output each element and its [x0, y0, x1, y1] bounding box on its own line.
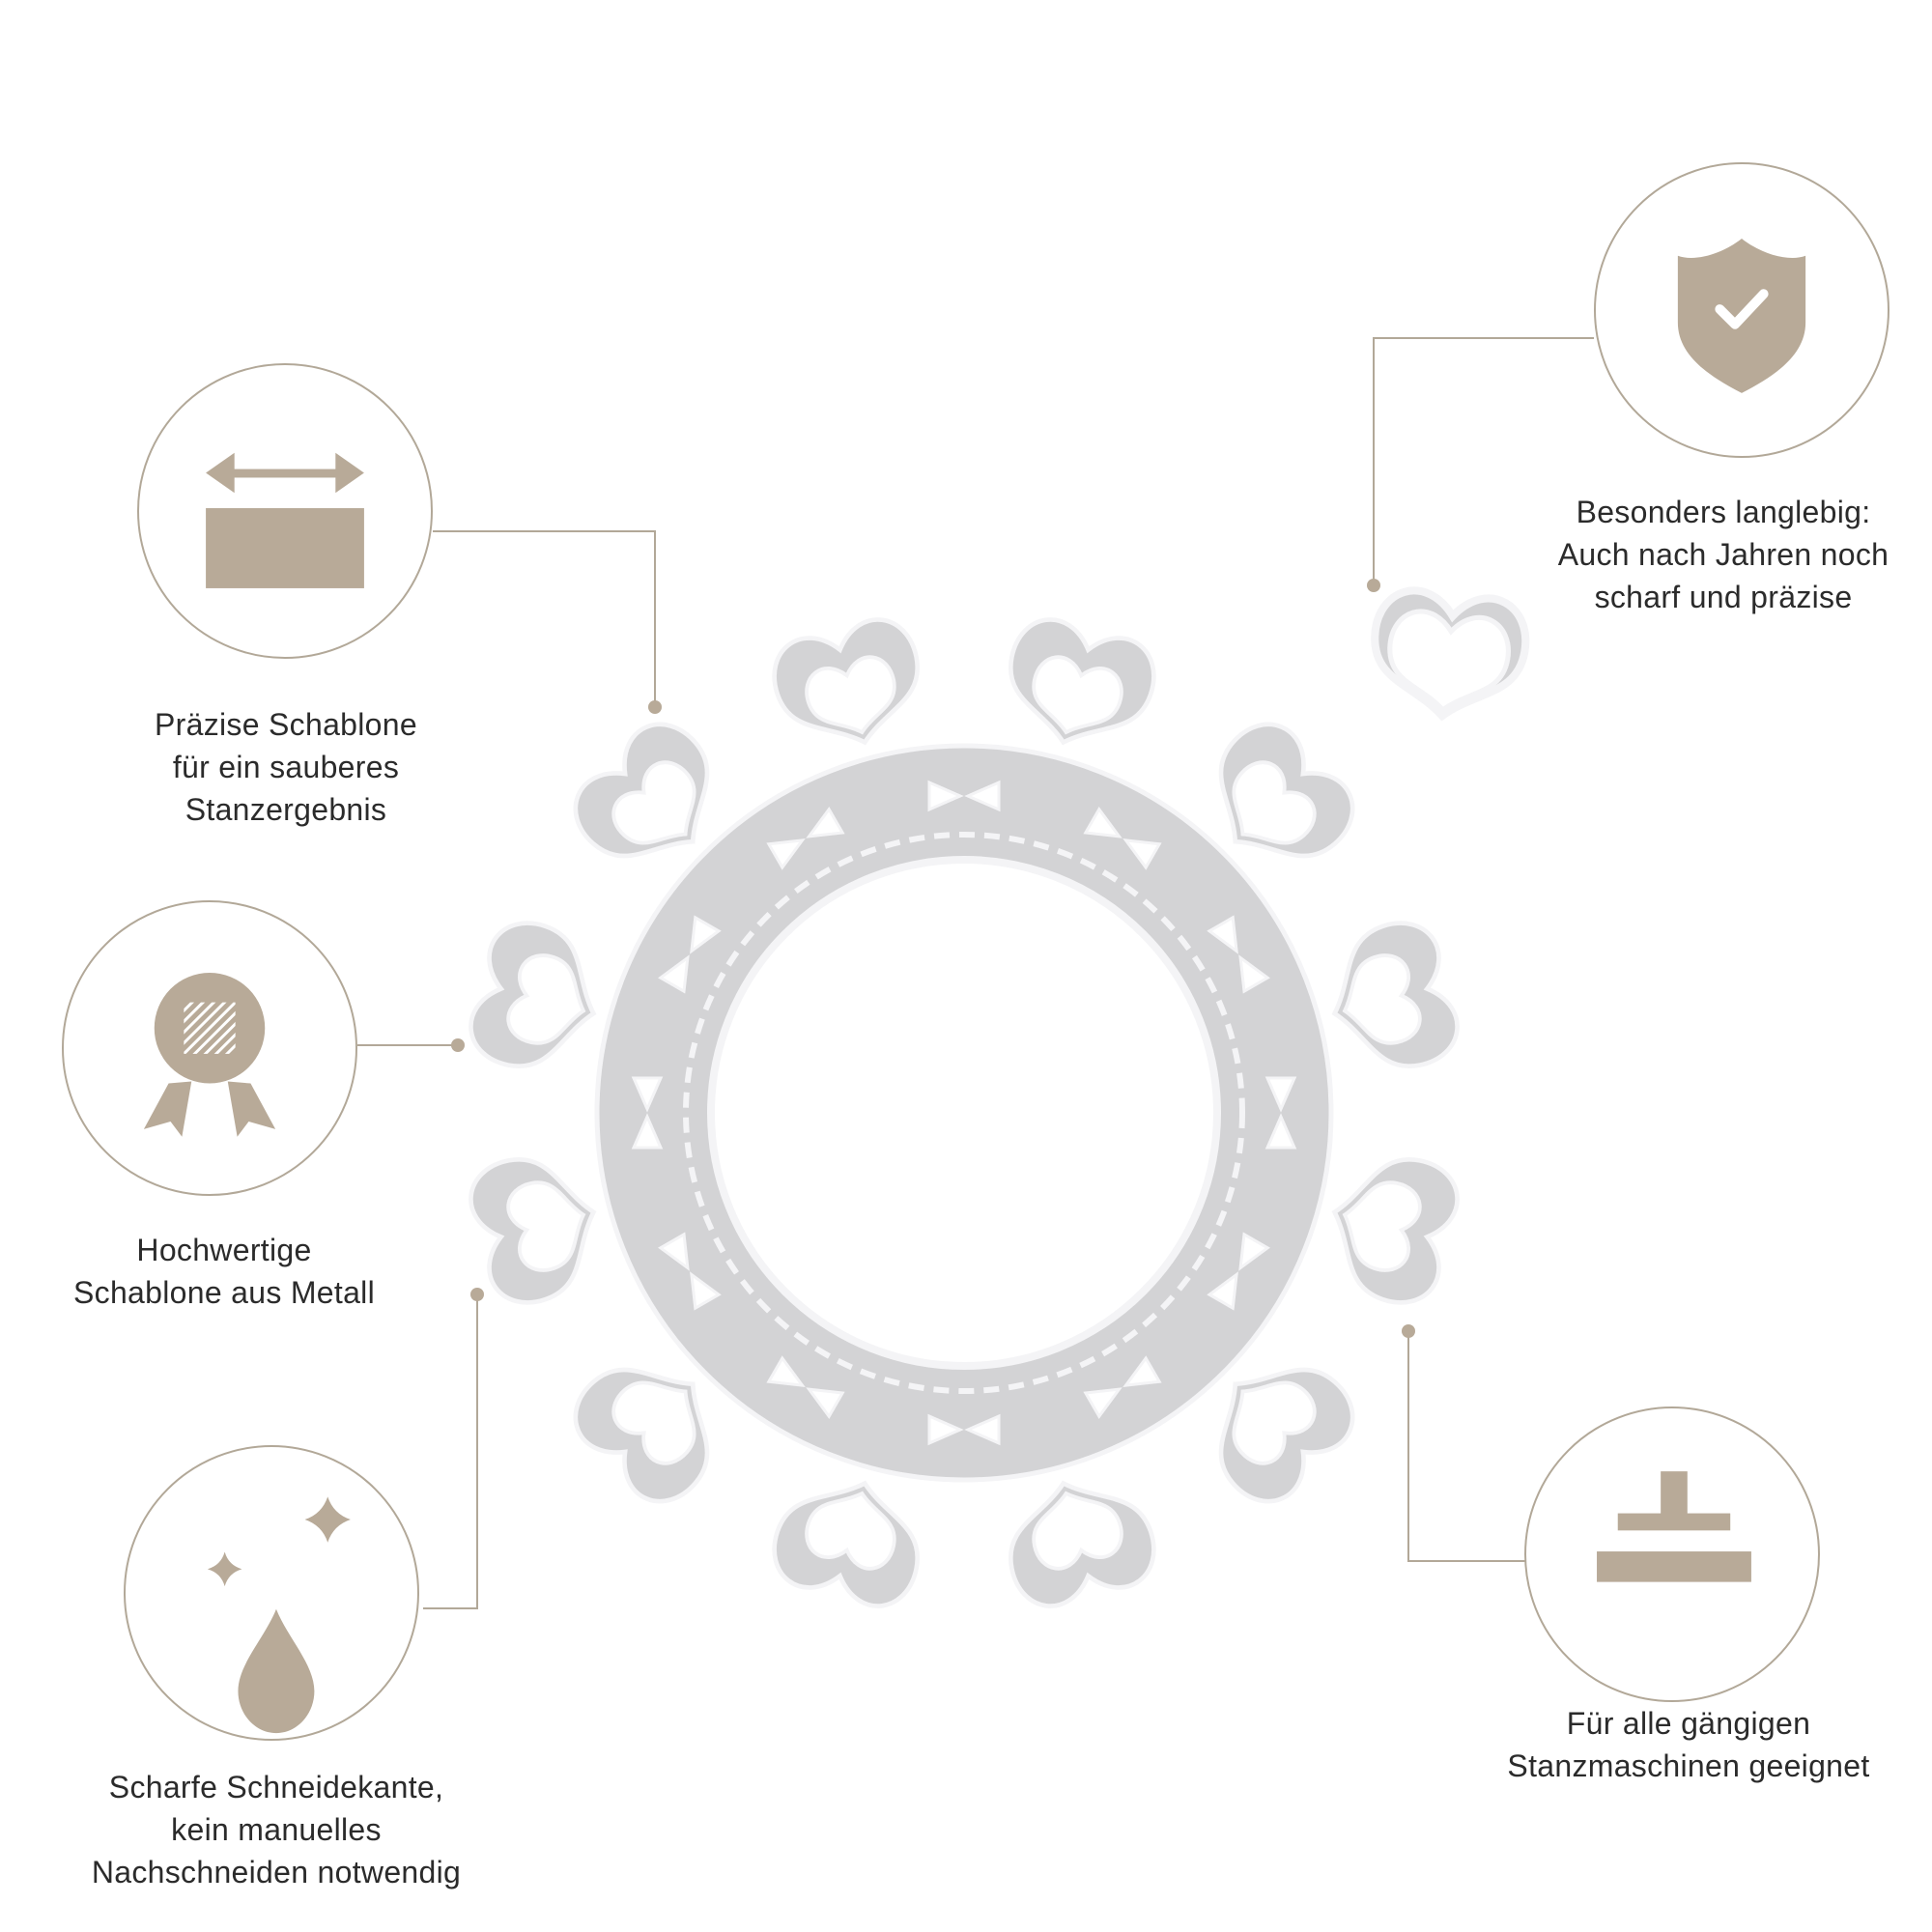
heart-lobe	[765, 611, 934, 761]
caption-line: Schablone aus Metall	[73, 1275, 375, 1310]
bow-cutout	[1207, 1232, 1270, 1311]
feature-circle-durable	[1594, 162, 1889, 458]
connector-lines	[357, 337, 1594, 1609]
sparkle-drop-icon	[207, 1496, 351, 1734]
caption-line: scharf und präzise	[1594, 580, 1853, 614]
connector-dots	[451, 579, 1415, 1338]
caption-line: Präzise Schablone	[155, 707, 417, 742]
caption-line: Auch nach Jahren noch	[1557, 537, 1889, 572]
connector-line-durable	[1373, 337, 1594, 585]
feature-circle-precise	[137, 363, 433, 659]
caption-line: Stanzergebnis	[185, 792, 387, 827]
stitch-line	[683, 832, 1245, 1394]
feature-circle-sharp	[124, 1445, 419, 1741]
circle-heart-die	[463, 611, 1465, 1614]
caption-durable: Besonders langlebig: Auch nach Jahren no…	[1472, 491, 1932, 618]
caption-line: für ein sauberes	[172, 750, 400, 784]
center-opening	[707, 856, 1221, 1370]
feature-circle-metal	[62, 900, 357, 1196]
stamp-press-icon	[1597, 1471, 1751, 1582]
caption-metal: Hochwertige Schablone aus Metall	[0, 1229, 475, 1314]
caption-machines: Für alle gängigen Stanzmaschinen geeigne…	[1437, 1702, 1932, 1787]
bow-cutout	[1264, 1076, 1297, 1150]
caption-line: Scharfe Schneidekante,	[108, 1770, 444, 1804]
heart-lobe	[1316, 914, 1465, 1083]
shield-check-icon	[1677, 238, 1806, 393]
caption-line: Hochwertige	[136, 1233, 312, 1267]
award-medal-icon	[143, 973, 276, 1137]
caption-line: Stanzmaschinen geeignet	[1507, 1748, 1870, 1783]
feature-circle-machines	[1524, 1406, 1820, 1702]
bow-cutout	[1207, 915, 1270, 994]
caption-line: Für alle gängigen	[1566, 1706, 1811, 1741]
heart-lobe	[1316, 1143, 1465, 1312]
bow-cutouts	[631, 780, 1297, 1446]
caption-line: Nachschneiden notwendig	[91, 1855, 462, 1889]
connector-line-machines	[1407, 1331, 1526, 1562]
bow-cutout	[658, 1232, 722, 1311]
caption-line: kein manuelles	[171, 1812, 382, 1847]
bow-cutout	[766, 1355, 845, 1419]
bow-cutout	[927, 1413, 1001, 1446]
bow-cutout	[631, 1076, 664, 1150]
heart-lobe	[994, 611, 1163, 761]
bow-cutout	[927, 780, 1001, 812]
bow-cutout	[1083, 807, 1162, 870]
caption-line: Besonders langlebig:	[1576, 495, 1871, 529]
bow-cutout	[1083, 1355, 1162, 1419]
heart-lobe	[463, 914, 612, 1083]
width-arrow-icon	[206, 452, 364, 588]
caption-precise: Präzise Schablone für ein sauberes Stanz…	[35, 703, 537, 831]
caption-sharp: Scharfe Schneidekante, kein manuelles Na…	[25, 1766, 527, 1893]
bow-cutout	[658, 915, 722, 994]
heart-lobe	[463, 1143, 612, 1312]
connector-line-sharp	[423, 1294, 478, 1609]
heart-lobe	[765, 1464, 934, 1614]
heart-lobe	[994, 1464, 1163, 1614]
connector-line-precise	[433, 530, 656, 707]
bow-cutout	[766, 807, 845, 870]
